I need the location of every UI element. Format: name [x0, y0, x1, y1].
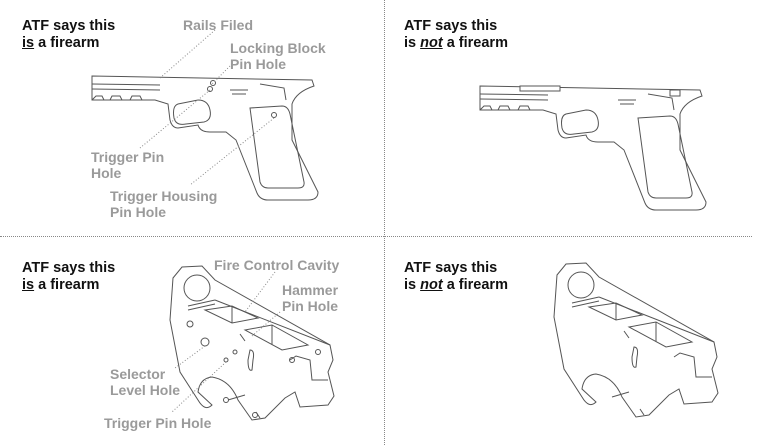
vertical-divider [384, 0, 385, 445]
panel-title-lower-firearm: ATF says this is a firearm [22, 260, 115, 294]
label-line: Selector [110, 366, 166, 382]
title-rest: a firearm [442, 277, 508, 293]
pistol-holes [207, 80, 277, 118]
title-rest: a firearm [34, 35, 100, 51]
label-lower-trigger-pin: Trigger Pin Hole [104, 415, 212, 431]
title-line1: ATF says this [22, 260, 116, 276]
title-line1: ATF says this [22, 18, 116, 34]
title-rest: a firearm [34, 277, 100, 293]
emphasis: is [22, 35, 35, 51]
lower-holes [186, 320, 321, 418]
emphasis: is [22, 277, 35, 293]
label-line: Pin Hole [110, 204, 167, 220]
label-line: Hammer [282, 282, 339, 298]
title-line2: is a firearm [22, 277, 115, 294]
emphasis: not [420, 35, 443, 51]
label-line: Hole [91, 165, 122, 181]
label-line: Trigger Housing [110, 188, 218, 204]
label-line: Pin Hole [230, 56, 287, 72]
panel-title-pistol-not-firearm: ATF says this is not a firearm [404, 18, 508, 52]
emphasis: not [420, 277, 443, 293]
title-line2: is not a firearm [404, 277, 508, 294]
label-line: Level Hole [110, 382, 181, 398]
title-is: is [404, 35, 421, 51]
label-line: Trigger Pin [91, 149, 165, 165]
leader-lines [139, 29, 281, 413]
panel-title-lower-not-firearm: ATF says this is not a firearm [404, 260, 508, 294]
label-line: Pin Hole [282, 298, 339, 314]
panel-title-pistol-firearm: ATF says this is a firearm [22, 18, 115, 52]
label-rails-filed: Rails Filed [183, 17, 254, 33]
label-line: Locking Block [230, 40, 326, 56]
title-is: is [404, 277, 421, 293]
pistol-frame-unfinished [479, 85, 707, 211]
title-line1: ATF says this [404, 260, 498, 276]
title-line2: is a firearm [22, 35, 115, 52]
title-line1: ATF says this [404, 18, 498, 34]
title-line2: is not a firearm [404, 35, 508, 52]
label-fire-control-cavity: Fire Control Cavity [214, 257, 340, 273]
horizontal-divider [0, 236, 752, 237]
title-rest: a firearm [442, 35, 508, 51]
lower-receiver-unfinished [553, 262, 719, 418]
